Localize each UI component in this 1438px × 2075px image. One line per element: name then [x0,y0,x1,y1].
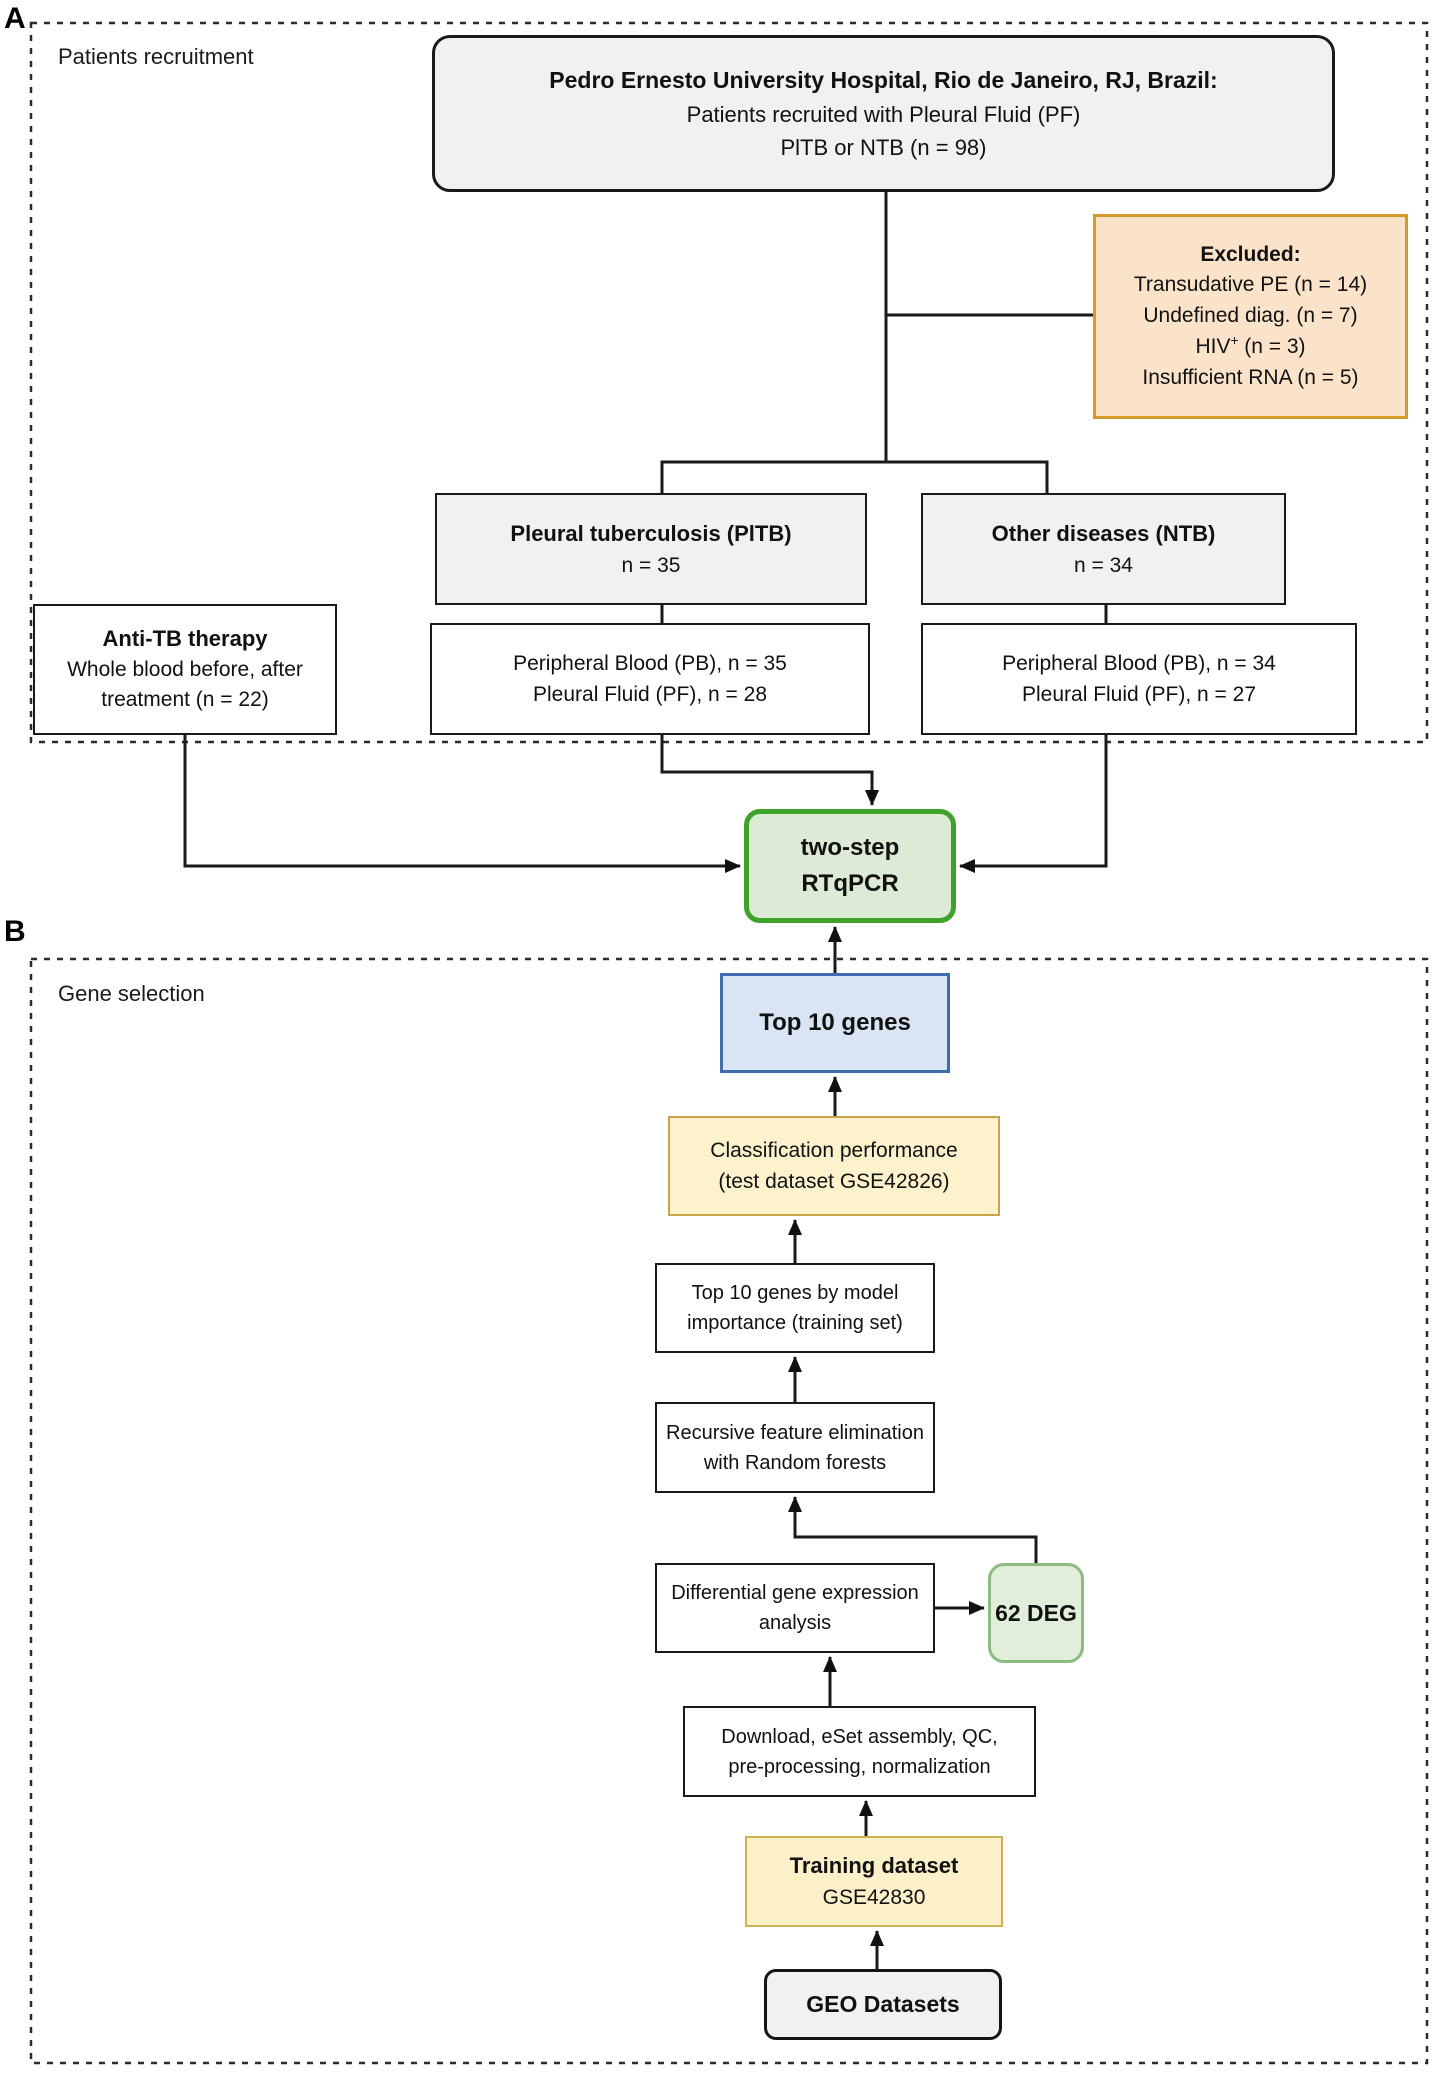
hospital-recruitment-box: Pedro Ernesto University Hospital, Rio d… [432,35,1335,192]
ntb-samples-line1: Peripheral Blood (PB), n = 34 [1002,651,1276,675]
excluded-item-undefined: Undefined diag. (n = 7) [1143,303,1358,327]
rtqpcr-label: two-step RTqPCR [800,834,900,897]
download-preprocessing-box: Download, eSet assembly, QC, pre-process… [683,1706,1036,1797]
top10-model-line2: importance (training set) [687,1312,903,1334]
anti-tb-line2: Whole blood before, after [67,658,303,681]
top10-model-line1: Top 10 genes by model [691,1282,899,1304]
recursive-line2: with Random forests [703,1451,887,1474]
deg62-box: 62 DEG [988,1563,1084,1663]
geo-datasets-label: GEO Datasets [806,1991,960,2018]
arrow-ntbsamples-to-rtqpcr [959,735,1108,873]
excluded-item-rna: Insufficient RNA (n = 5) [1142,365,1359,389]
training-title: Training dataset [789,1853,959,1879]
download-line1: Download, eSet assembly, QC, [721,1725,998,1748]
connector-group-branch [660,460,1049,493]
ntb-title: Other diseases (NTB) [991,520,1216,546]
geo-datasets-box: GEO Datasets [764,1969,1002,2040]
excluded-item-transudative: Transudative PE (n = 14) [1133,273,1368,297]
panel-a-letter: A [4,2,26,35]
hospital-line2: Patients recruited with Pleural Fluid (P… [686,101,1081,127]
anti-tb-therapy-box: Anti-TB therapy Whole blood before, afte… [33,604,337,735]
training-dataset-box: Training dataset GSE42830 [745,1836,1003,1927]
hospital-line3: PlTB or NTB (n = 98) [780,134,987,160]
top10-genes-box: Top 10 genes [720,973,950,1073]
classification-performance-box: Classification performance (test dataset… [668,1116,1000,1216]
download-line2: pre-processing, normalization [728,1755,991,1778]
arrow-deg-to-recursive [788,1496,1038,1563]
differential-line1: Differential gene expression [671,1582,919,1604]
ntb-samples-line2: Pleural Fluid (PF), n = 27 [1021,683,1256,706]
pltb-group-box: Pleural tuberculosis (PlTB) n = 35 [435,493,867,605]
panel-b-title: Gene selection [58,981,205,1006]
panel-b-border [29,957,1429,2065]
ntb-group-box: Other diseases (NTB) n = 34 [921,493,1286,605]
panel-a-title: Patients recruitment [58,44,254,69]
classification-line2: (test dataset GSE42826) [718,1170,950,1193]
training-accession: GSE42830 [822,1886,926,1910]
panel-a-border [29,21,1429,744]
ntb-n: n = 34 [1074,553,1133,577]
anti-tb-title: Anti-TB therapy [102,626,268,652]
top10-model-importance-box: Top 10 genes by model importance (traini… [655,1263,935,1353]
deg62-label: 62 DEG [995,1599,1077,1626]
differential-line2: analysis [758,1612,832,1634]
excluded-item-hiv: HIV+ (n = 3) [1195,333,1306,359]
arrow-antitb-to-rtqpcr [183,735,741,873]
differential-expression-box: Differential gene expression analysis [655,1563,935,1653]
top10-genes-label: Top 10 genes [759,1009,911,1036]
rtqpcr-box: two-step RTqPCR [744,809,956,923]
pltb-samples-line2: Pleural Fluid (PF), n = 28 [532,683,767,706]
anti-tb-line3: treatment (n = 22) [101,688,269,712]
panel-b-letter: B [4,915,26,948]
arrow-pltbsamples-to-rtqpcr [660,735,879,806]
hospital-title: Pedro Ernesto University Hospital, Rio d… [549,67,1218,94]
excluded-box: Excluded: Transudative PE (n = 14) Undef… [1093,214,1408,419]
pltb-n: n = 35 [621,553,681,577]
recursive-feature-elimination-box: Recursive feature elimination with Rando… [655,1402,935,1493]
pltb-title: Pleural tuberculosis (PlTB) [510,520,792,546]
excluded-title: Excluded: [1200,242,1301,266]
classification-line1: Classification performance [710,1138,958,1162]
pltb-samples-box: Peripheral Blood (PB), n = 35 Pleural Fl… [430,623,870,735]
ntb-samples-box: Peripheral Blood (PB), n = 34 Pleural Fl… [921,623,1357,735]
recursive-line1: Recursive feature elimination [666,1421,924,1444]
pltb-samples-line1: Peripheral Blood (PB), n = 35 [513,651,787,675]
